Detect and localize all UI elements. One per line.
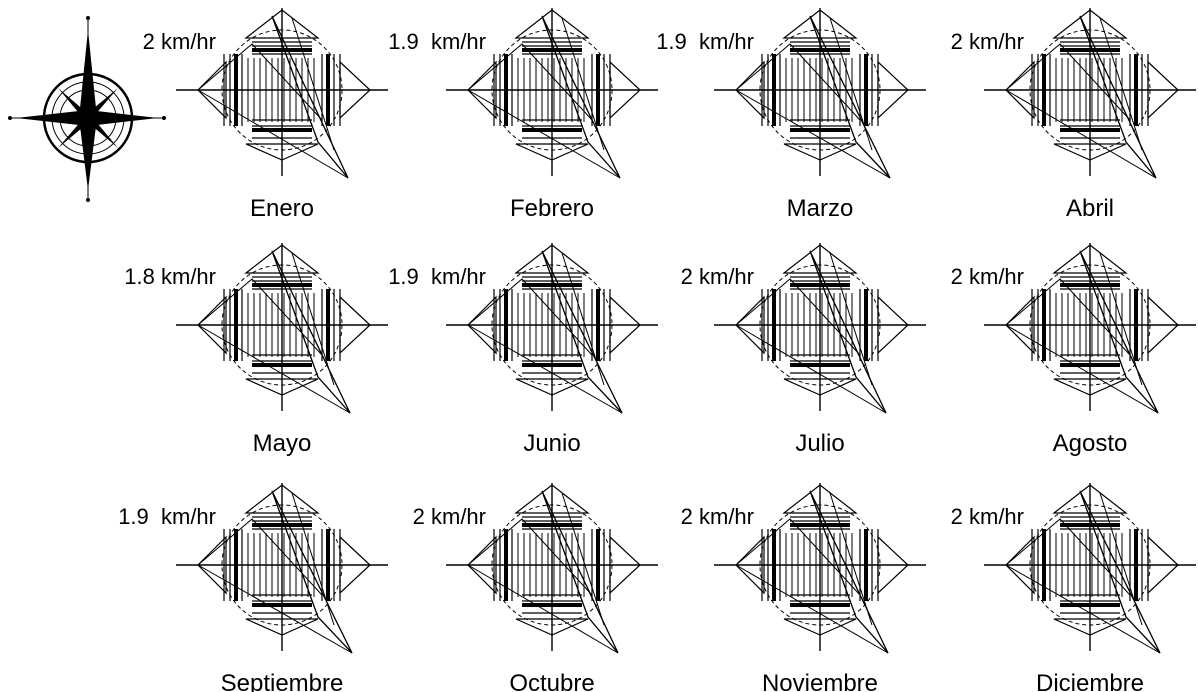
wind-speed-label: 1.9 km/hr [118, 504, 216, 529]
wind-speed-label: 2 km/hr [681, 504, 754, 529]
wind-speed-label: 1.9 km/hr [388, 264, 486, 289]
wind-speed-label: 2 km/hr [413, 504, 486, 529]
wind-speed-label: 2 km/hr [951, 29, 1024, 54]
wind-speed-label: 2 km/hr [951, 264, 1024, 289]
compass-rose-icon [8, 16, 166, 202]
wind-speed-label: 1.8 km/hr [124, 264, 216, 289]
month-label: Septiembre [221, 670, 344, 692]
month-label: Abril [1066, 195, 1114, 222]
month-label: Junio [523, 430, 580, 457]
month-label: Octubre [509, 670, 594, 692]
month-label: Febrero [510, 195, 594, 222]
month-label: Agosto [1053, 430, 1128, 457]
wind-speed-label: 2 km/hr [951, 504, 1024, 529]
month-label: Mayo [253, 430, 312, 457]
month-label: Enero [250, 195, 314, 222]
month-label: Julio [795, 430, 844, 457]
wind-speed-label: 2 km/hr [143, 29, 216, 54]
wind-speed-label: 2 km/hr [681, 264, 754, 289]
month-label: Diciembre [1036, 670, 1144, 692]
wind-speed-label: 1.9 km/hr [388, 29, 486, 54]
month-label: Marzo [787, 195, 854, 222]
month-label: Noviembre [762, 670, 878, 692]
wind-speed-label: 1.9 km/hr [656, 29, 754, 54]
